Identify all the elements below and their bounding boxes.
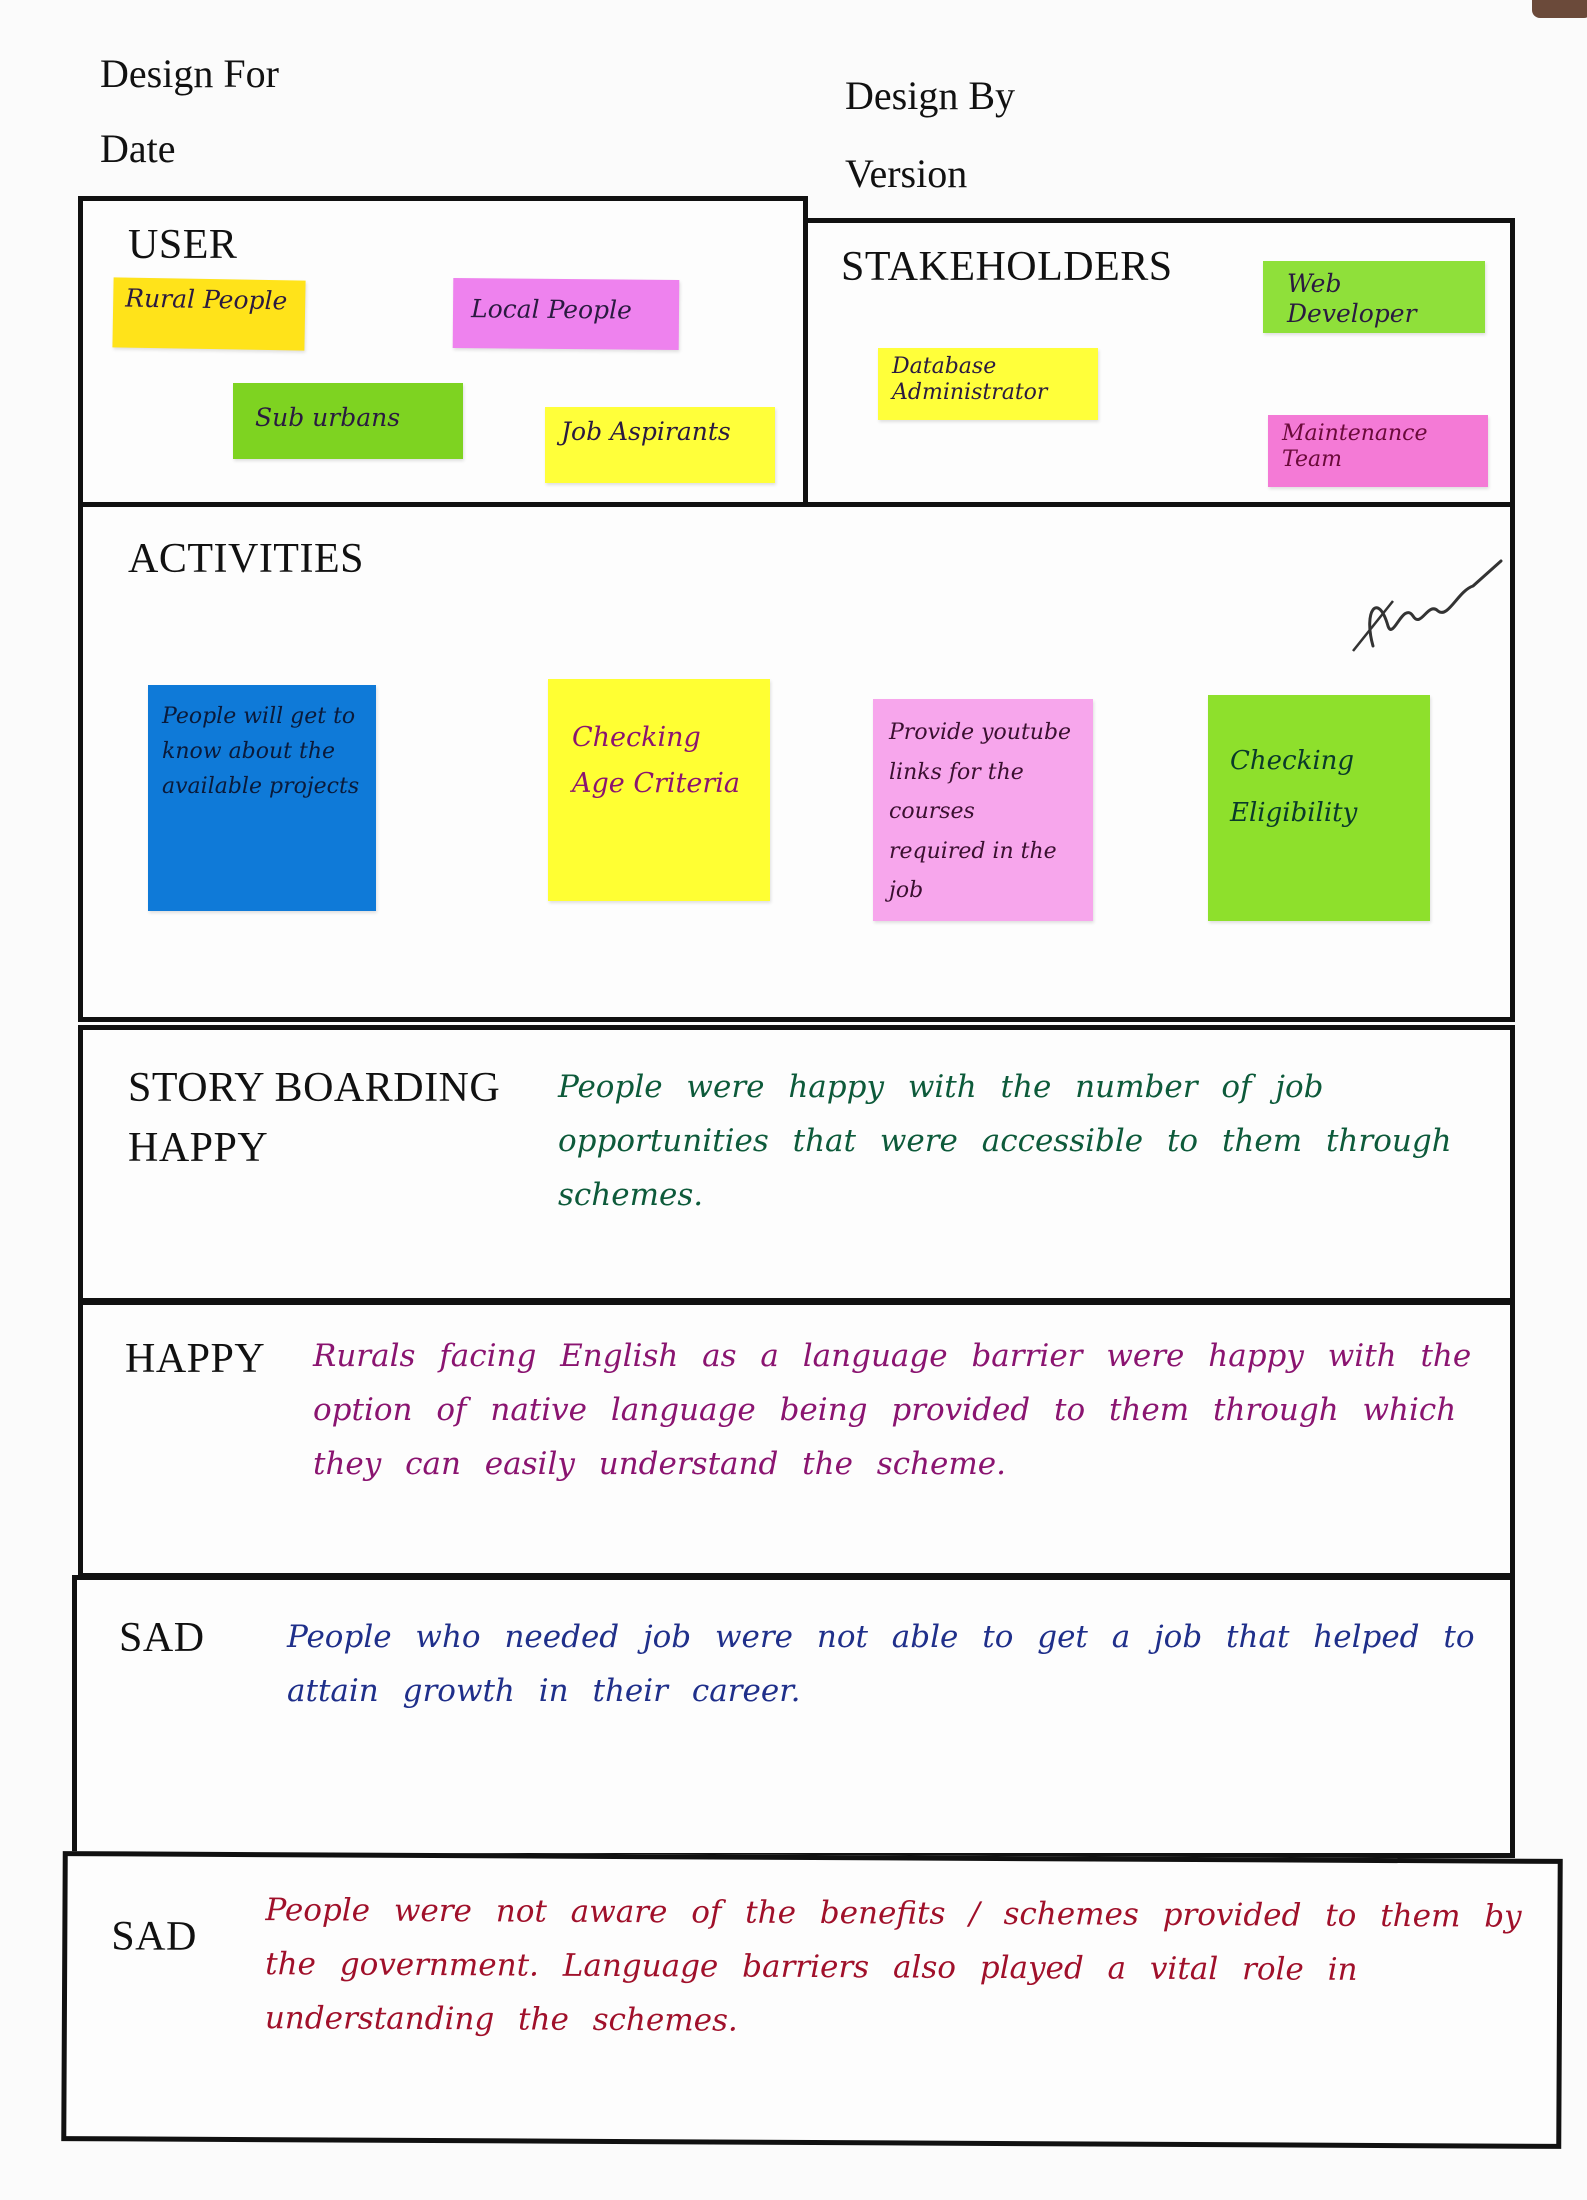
sad-title-1: SAD (119, 1615, 205, 1661)
sticky-note-sub-urbans: Sub urbans (233, 383, 463, 459)
activities-section: ACTIVITIES People will get to know about… (78, 502, 1515, 1022)
corner-seal (1532, 0, 1587, 18)
sticky-note-job-aspirants: Job Aspirants (545, 407, 775, 483)
sad-title-2: SAD (111, 1913, 197, 1960)
sad-section-2: SAD People were not aware of the benefit… (61, 1851, 1563, 2149)
sticky-note-text: Rural People (125, 283, 288, 316)
date-label: Date (100, 126, 176, 171)
sticky-note-age-criteria: Checking Age Criteria (548, 679, 770, 901)
sticky-note-text: Local People (470, 294, 633, 325)
sticky-note-text: Maintenance Team (1282, 421, 1428, 473)
sticky-note-web-developer: Web Developer (1263, 261, 1485, 333)
happy-text: Rurals facing English as a language barr… (313, 1338, 1472, 1482)
sticky-note-youtube-links: Provide youtube links for the courses re… (873, 699, 1093, 921)
sticky-note-text: Web Developer (1287, 269, 1417, 328)
storyboarding-title: STORY BOARDING (128, 1065, 501, 1111)
sticky-note-database-administrator: Database Administrator (878, 348, 1098, 420)
sticky-note-text: People will get to know about the availa… (162, 704, 360, 800)
happy-section: HAPPY Rurals facing English as a languag… (78, 1300, 1515, 1578)
version-label: Version (845, 151, 968, 196)
sticky-note-checking-eligibility: Checking Eligibility (1208, 695, 1430, 921)
signature (1352, 559, 1503, 652)
storyboarding-text: People were happy with the number of job… (558, 1069, 1452, 1213)
user-title: USER (128, 222, 238, 268)
sticky-note-text: Job Aspirants (561, 417, 731, 446)
sad-section-1: SAD People who needed job were not able … (72, 1575, 1515, 1858)
stakeholders-title: STAKEHOLDERS (841, 244, 1173, 290)
sticky-note-text: Checking Eligibility (1230, 746, 1358, 828)
sticky-note-text: Sub urbans (255, 403, 401, 432)
activities-title: ACTIVITIES (128, 536, 364, 582)
sticky-note-text: Provide youtube links for the courses re… (889, 720, 1072, 904)
user-section: USER Rural People Local People Sub urban… (78, 196, 808, 508)
storyboarding-section: STORY BOARDING HAPPY People were happy w… (78, 1025, 1515, 1303)
storyboarding-happy-title: HAPPY (128, 1125, 269, 1171)
sad-text-1: People who needed job were not able to g… (287, 1619, 1475, 1709)
sticky-note-text: Database Administrator (892, 354, 1048, 406)
design-by-label: Design By (845, 73, 1015, 118)
sticky-note-local-people: Local People (452, 278, 680, 350)
sticky-note-available-projects: People will get to know about the availa… (148, 685, 376, 911)
sticky-note-maintenance-team: Maintenance Team (1268, 415, 1488, 487)
sticky-note-rural-people: Rural People (112, 277, 306, 351)
design-for-label: Design For (100, 51, 279, 96)
happy-title: HAPPY (125, 1336, 266, 1382)
sad-text-2: People were not aware of the benefits / … (264, 1892, 1522, 2039)
sticky-note-text: Checking Age Criteria (572, 722, 741, 799)
stakeholders-section: STAKEHOLDERS Web Developer Database Admi… (803, 218, 1515, 518)
